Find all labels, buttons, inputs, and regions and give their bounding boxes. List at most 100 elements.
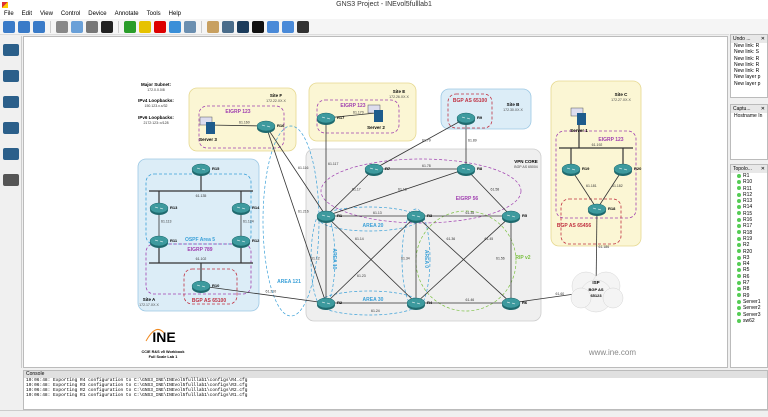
topology-node-item[interactable]: R15 xyxy=(731,211,767,217)
router-r15[interactable] xyxy=(191,163,211,176)
link-r2-r3[interactable] xyxy=(325,215,417,304)
link-r19-r18[interactable] xyxy=(570,168,598,210)
router-r16[interactable] xyxy=(256,120,276,133)
router-r3[interactable] xyxy=(406,210,426,223)
server-s3[interactable] xyxy=(199,116,215,134)
topology-node-item[interactable]: R4 xyxy=(731,261,767,267)
topology-node-item[interactable]: R14 xyxy=(731,204,767,210)
menu-file[interactable]: File xyxy=(4,11,14,17)
topology-node-item[interactable]: R19 xyxy=(731,236,767,242)
undo-item[interactable]: New link: R xyxy=(734,68,760,75)
topology-node-item[interactable]: R1 xyxy=(731,173,767,179)
hostname-column[interactable]: Hostname xyxy=(734,113,757,119)
server-s2[interactable] xyxy=(367,104,383,122)
topology-node-item[interactable]: Server1 xyxy=(731,299,767,305)
menu-edit[interactable]: Edit xyxy=(21,11,33,17)
stop-icon[interactable] xyxy=(154,20,166,33)
router-r6[interactable] xyxy=(501,297,521,310)
router-r13[interactable] xyxy=(149,202,169,215)
terminal-icon[interactable] xyxy=(101,20,113,33)
isp-cloud[interactable] xyxy=(570,271,624,313)
router-r11[interactable] xyxy=(149,235,169,248)
picture-icon[interactable] xyxy=(222,20,234,33)
link-r10-r2[interactable] xyxy=(200,285,327,304)
end-devices-category-icon[interactable] xyxy=(3,96,19,108)
menu-control[interactable]: Control xyxy=(60,11,81,17)
zoom-out-icon[interactable] xyxy=(282,20,294,33)
menu-annotate[interactable]: Annotate xyxy=(114,11,139,17)
router-r7[interactable] xyxy=(364,163,384,176)
screenshot-icon[interactable] xyxy=(297,20,309,33)
start-icon[interactable] xyxy=(124,20,136,33)
switches-category-icon[interactable] xyxy=(3,70,19,82)
security-devices-category-icon[interactable] xyxy=(3,122,19,134)
close-icon[interactable]: ✕ xyxy=(760,166,765,172)
console-all-icon[interactable] xyxy=(86,20,98,33)
ellipse-icon[interactable] xyxy=(252,20,264,33)
undo-item[interactable]: New layer p xyxy=(734,80,761,87)
topology-node-item[interactable]: R16 xyxy=(731,217,767,223)
all-devices-category-icon[interactable] xyxy=(3,148,19,160)
pause-icon[interactable] xyxy=(139,20,151,33)
zoom-in-icon[interactable] xyxy=(267,20,279,33)
topology-node-item[interactable]: Server2 xyxy=(731,305,767,311)
router-r2[interactable] xyxy=(316,297,336,310)
undo-item[interactable]: New link: S xyxy=(734,49,760,56)
topology-node-item[interactable]: R10 xyxy=(731,179,767,185)
topology-node-item[interactable]: R12 xyxy=(731,192,767,198)
topology-node-item[interactable]: R5 xyxy=(731,267,767,273)
link-r16-s3[interactable] xyxy=(207,124,267,127)
topology-node-item[interactable]: R8 xyxy=(731,286,767,292)
router-r12[interactable] xyxy=(231,235,251,248)
add-link-icon[interactable] xyxy=(3,174,19,186)
topology-node-item[interactable]: R7 xyxy=(731,280,767,286)
link-icon[interactable] xyxy=(71,20,83,33)
undo-item[interactable]: New layer p xyxy=(734,74,761,81)
router-r10[interactable] xyxy=(191,280,211,293)
undo-item[interactable]: New link: R xyxy=(734,43,760,49)
note-icon[interactable] xyxy=(207,20,219,33)
topology-node-item[interactable]: R11 xyxy=(731,186,767,192)
server-s1[interactable] xyxy=(570,107,586,125)
new-project-icon[interactable] xyxy=(3,20,15,33)
router-r14[interactable] xyxy=(231,202,251,215)
link-r8-r1[interactable] xyxy=(325,168,467,217)
link-r16-r1[interactable] xyxy=(265,125,327,217)
router-r1[interactable] xyxy=(316,210,336,223)
link-r5-r4[interactable] xyxy=(415,215,512,304)
topology-node-item[interactable]: R2 xyxy=(731,242,767,248)
topology-node-item[interactable]: R13 xyxy=(731,198,767,204)
close-icon[interactable]: ✕ xyxy=(760,106,765,112)
undo-item[interactable]: New link: R xyxy=(734,55,760,62)
routers-category-icon[interactable] xyxy=(3,44,19,56)
save-icon[interactable] xyxy=(33,20,45,33)
link-r16-r2[interactable] xyxy=(265,125,327,304)
link-r20-r18[interactable] xyxy=(596,168,624,210)
menu-tools[interactable]: Tools xyxy=(146,11,161,17)
interface-column[interactable]: In xyxy=(758,113,763,119)
close-icon[interactable]: ✕ xyxy=(760,36,765,42)
router-r5[interactable] xyxy=(501,210,521,223)
menu-view[interactable]: View xyxy=(40,11,53,17)
menu-help[interactable]: Help xyxy=(168,11,181,17)
reload-icon[interactable] xyxy=(169,20,181,33)
topology-node-item[interactable]: sw62 xyxy=(731,318,767,324)
topology-node-item[interactable]: Server3 xyxy=(731,312,767,318)
topology-node-item[interactable]: R9 xyxy=(731,293,767,299)
router-r8[interactable] xyxy=(456,163,476,176)
router-r4[interactable] xyxy=(406,297,426,310)
open-project-icon[interactable] xyxy=(18,20,30,33)
topology-node-item[interactable]: R3 xyxy=(731,255,767,261)
topology-node-item[interactable]: R6 xyxy=(731,274,767,280)
topology-node-item[interactable]: R18 xyxy=(731,230,767,236)
router-r20[interactable] xyxy=(613,163,633,176)
link-r8-r5[interactable] xyxy=(465,168,512,217)
link-r7-r1[interactable] xyxy=(325,168,375,217)
topology-node-item[interactable]: R17 xyxy=(731,223,767,229)
topology-node-item[interactable]: R20 xyxy=(731,249,767,255)
snapshot-icon[interactable] xyxy=(56,20,68,33)
router-r17[interactable] xyxy=(316,112,336,125)
virtualbox-icon[interactable] xyxy=(184,20,196,33)
undo-item[interactable]: New link: R xyxy=(734,61,760,68)
